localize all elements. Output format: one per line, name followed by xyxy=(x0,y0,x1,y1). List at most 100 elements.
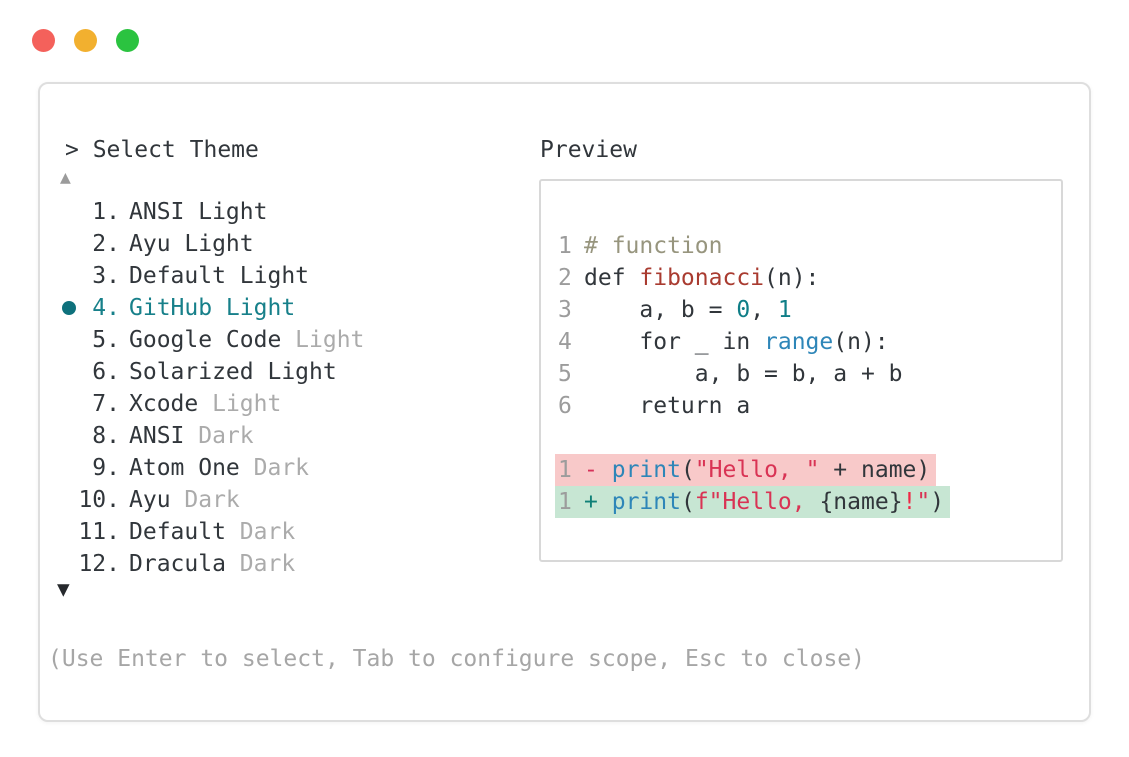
bullet-spacer xyxy=(60,548,78,580)
line-number: 2 xyxy=(558,265,572,291)
theme-item-number: 8. xyxy=(92,423,120,449)
bullet-spacer xyxy=(60,388,78,420)
theme-item-number: 6. xyxy=(92,359,120,385)
code-token: , xyxy=(750,297,778,323)
theme-item-default-light[interactable]: 3. Default Light xyxy=(60,260,364,292)
code-token: fibonacci xyxy=(639,265,765,291)
theme-item-label: Xcode Light xyxy=(129,391,282,417)
theme-item-dracula-dark[interactable]: 12. Dracula Dark xyxy=(60,548,364,580)
theme-item-number: 3. xyxy=(92,263,120,289)
code-token: a, b = xyxy=(584,297,737,323)
theme-item-xcode-light[interactable]: 7. Xcode Light xyxy=(60,388,364,420)
code-line: 4 for _ in range(n): xyxy=(558,326,889,358)
code-token: ( xyxy=(680,457,695,483)
theme-picker-window: > Select Theme Preview ▲ 1.ANSI Light 2. A… xyxy=(38,82,1091,722)
code-token: ! xyxy=(902,489,917,515)
code-token: "Hello, " xyxy=(694,457,820,483)
help-text: (Use Enter to select, Tab to configure s… xyxy=(48,646,865,672)
bullet-spacer xyxy=(60,324,78,356)
code-token: return a xyxy=(584,393,751,419)
bullet-spacer xyxy=(60,516,78,548)
code-token: - xyxy=(584,457,598,483)
scroll-up-icon[interactable]: ▲ xyxy=(60,167,71,188)
theme-item-number: 2. xyxy=(92,231,120,257)
bullet-spacer xyxy=(60,196,78,228)
theme-item-number: 5. xyxy=(92,327,120,353)
diff-added-line: 1 + print(f"Hello, {name}!") xyxy=(555,486,951,518)
select-theme-title: > Select Theme xyxy=(65,137,259,163)
line-number: 1 xyxy=(558,457,572,483)
theme-item-number: 11. xyxy=(78,519,120,545)
code-token: for _ in xyxy=(584,329,765,355)
code-token: 0 xyxy=(736,297,751,323)
theme-item-number: 12. xyxy=(78,551,120,577)
theme-item-ansi-dark[interactable]: 8.ANSI Dark xyxy=(60,420,364,452)
theme-item-label: GitHub Light xyxy=(129,295,296,321)
code-token: (n): xyxy=(764,265,820,291)
code-token: a, b = b, a + b xyxy=(584,361,903,387)
code-token xyxy=(598,457,612,483)
code-token: 1 xyxy=(777,297,792,323)
close-button[interactable] xyxy=(32,29,55,52)
code-token: # function xyxy=(584,233,723,259)
preview-label: Preview xyxy=(540,137,637,163)
theme-item-label: Dracula Dark xyxy=(129,551,296,577)
code-token: {name} xyxy=(819,489,903,515)
theme-item-ayu-light[interactable]: 2. Ayu Light xyxy=(60,228,364,260)
maximize-button[interactable] xyxy=(116,29,139,52)
code-line: 1 # function xyxy=(558,230,722,262)
line-number: 1 xyxy=(558,233,572,259)
selected-dot-icon xyxy=(62,301,76,315)
theme-list: 1.ANSI Light 2. Ayu Light 3. Default Light 4.… xyxy=(60,196,364,580)
code-line: 5 a, b = b, a + b xyxy=(558,358,903,390)
code-token: range xyxy=(764,329,834,355)
code-token: ( xyxy=(680,489,695,515)
theme-item-label: Atom One Dark xyxy=(129,455,310,481)
theme-item-atom-one-dark[interactable]: 9. Atom One Dark xyxy=(60,452,364,484)
theme-item-github-light[interactable]: 4. GitHub Light xyxy=(60,292,364,324)
code-token: " xyxy=(916,489,931,515)
theme-item-number: 10. xyxy=(78,487,120,513)
code-token: print xyxy=(611,489,681,515)
selected-bullet-cell xyxy=(60,292,78,324)
bullet-spacer xyxy=(60,420,78,452)
theme-item-number: 7. xyxy=(92,391,120,417)
theme-item-ansi-light[interactable]: 1.ANSI Light xyxy=(60,196,364,228)
bullet-spacer xyxy=(60,484,78,516)
scroll-down-icon[interactable]: ▼ xyxy=(57,577,70,601)
code-token: + xyxy=(584,489,598,515)
window-controls xyxy=(32,29,139,52)
theme-item-solarized-light[interactable]: 6. Solarized Light xyxy=(60,356,364,388)
line-number: 3 xyxy=(558,297,572,323)
theme-item-label: Ayu Dark xyxy=(129,487,240,513)
code-line: 6 return a xyxy=(558,390,750,422)
theme-item-default-dark[interactable]: 11. Default Dark xyxy=(60,516,364,548)
code-line: 3 a, b = 0, 1 xyxy=(558,294,792,326)
code-token: (n): xyxy=(833,329,889,355)
theme-item-label: Solarized Light xyxy=(129,359,337,385)
bullet-spacer xyxy=(60,260,78,292)
bullet-spacer xyxy=(60,356,78,388)
code-token: + name) xyxy=(819,457,931,483)
theme-item-number: 9. xyxy=(92,455,120,481)
theme-item-label: Google Code Light xyxy=(129,327,365,353)
theme-item-label: Default Light xyxy=(129,263,310,289)
code-token xyxy=(598,489,612,515)
code-token: f"Hello, xyxy=(694,489,820,515)
line-number: 4 xyxy=(558,329,572,355)
theme-item-google-code-light[interactable]: 5. Google Code Light xyxy=(60,324,364,356)
bullet-spacer xyxy=(60,452,78,484)
code-token: ) xyxy=(930,489,945,515)
theme-item-label: Default Dark xyxy=(129,519,296,545)
line-number: 1 xyxy=(558,489,572,515)
theme-item-number: 4. xyxy=(92,295,120,321)
line-number: 5 xyxy=(558,361,572,387)
theme-item-number: 1. xyxy=(92,199,120,225)
minimize-button[interactable] xyxy=(74,29,97,52)
theme-item-ayu-dark[interactable]: 10. Ayu Dark xyxy=(60,484,364,516)
theme-item-label: Ayu Light xyxy=(129,231,254,257)
code-token: print xyxy=(611,457,681,483)
